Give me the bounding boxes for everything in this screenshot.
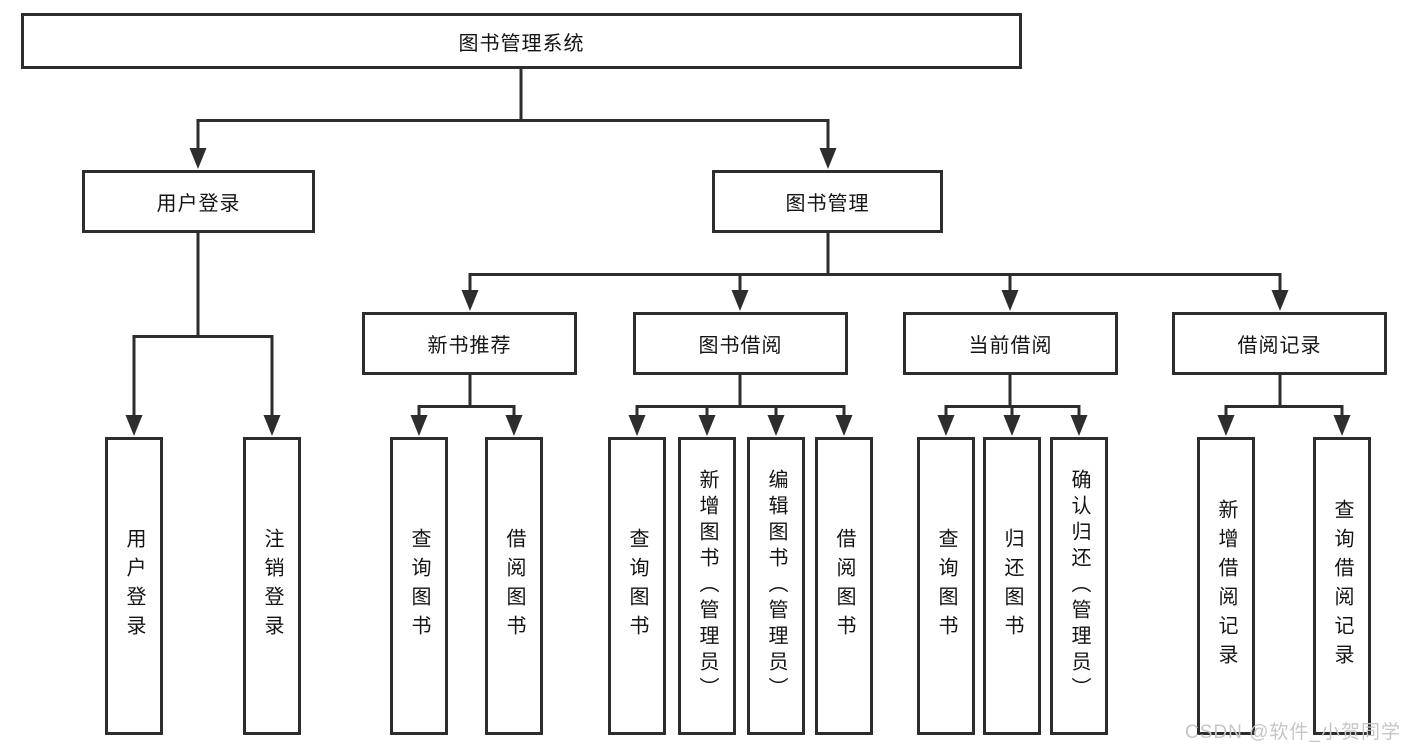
leaf-records-query-record-label: 查询借阅记录 [1331,499,1353,673]
leaf-borrow-borrow-books-label: 借阅图书 [833,528,855,644]
leaf-newbooks-borrow-books: 借阅图书 [485,437,543,735]
leaf-logout: 注销登录 [243,437,301,735]
leaf-borrow-edit-books-admin: 编辑图书（管理员） [747,437,805,735]
leaf-borrow-query-books: 查询图书 [608,437,666,735]
leaf-records-add-record: 新增借阅记录 [1197,437,1255,735]
leaf-borrow-add-books-admin-label: 新增图书（管理员） [696,469,718,703]
node-new-book-recommend: 新书推荐 [362,312,577,375]
node-book-management: 图书管理 [712,170,943,233]
node-book-borrow: 图书借阅 [633,312,848,375]
leaf-user-login-label: 用户登录 [123,528,145,644]
leaf-user-login: 用户登录 [105,437,163,735]
leaf-newbooks-query-books: 查询图书 [390,437,448,735]
leaf-logout-label: 注销登录 [261,528,283,644]
leaf-borrow-borrow-books: 借阅图书 [815,437,873,735]
leaf-borrow-add-books-admin: 新增图书（管理员） [678,437,736,735]
node-root-system: 图书管理系统 [21,13,1022,69]
csdn-watermark: CSDN @软件_小贺同学 [1185,722,1401,743]
leaf-current-query-books: 查询图书 [917,437,975,735]
leaf-borrow-query-books-label: 查询图书 [626,528,648,644]
leaf-records-add-record-label: 新增借阅记录 [1215,499,1237,673]
node-current-borrow: 当前借阅 [903,312,1118,375]
leaf-borrow-edit-books-admin-label: 编辑图书（管理员） [765,469,787,703]
leaf-current-return-books: 归还图书 [983,437,1041,735]
leaf-current-confirm-return-admin: 确认归还（管理员） [1050,437,1108,735]
leaf-current-confirm-return-admin-label: 确认归还（管理员） [1068,469,1090,703]
leaf-current-return-books-label: 归还图书 [1001,528,1023,644]
leaf-newbooks-borrow-books-label: 借阅图书 [503,528,525,644]
node-user-login: 用户登录 [82,170,315,233]
leaf-current-query-books-label: 查询图书 [935,528,957,644]
node-borrow-records: 借阅记录 [1172,312,1387,375]
leaf-newbooks-query-books-label: 查询图书 [408,528,430,644]
leaf-records-query-record: 查询借阅记录 [1313,437,1371,735]
